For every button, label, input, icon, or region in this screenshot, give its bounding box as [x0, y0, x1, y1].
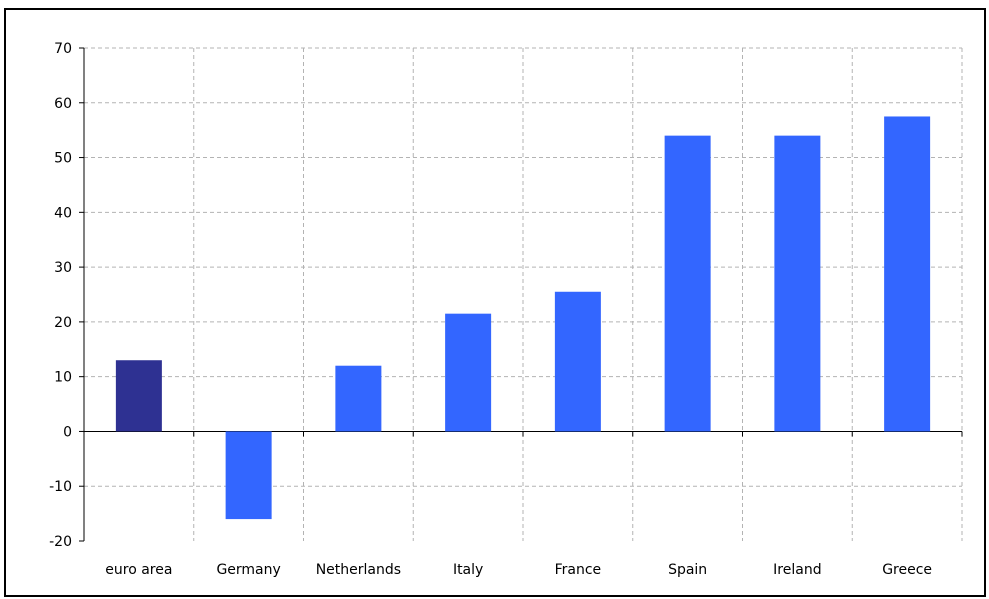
- x-tick-label: euro area: [105, 562, 172, 578]
- y-tick-label: 50: [54, 151, 72, 167]
- y-tick-label: 60: [54, 96, 72, 112]
- y-tick-label: 30: [54, 260, 72, 276]
- bar-italy: [445, 313, 492, 432]
- x-tick-label: Netherlands: [316, 562, 401, 578]
- bar-france: [554, 291, 601, 432]
- y-axis-ticks: 70 60 50 40 30 20 10 0 -10 -20: [49, 41, 72, 550]
- y-tick-label: 40: [54, 205, 72, 221]
- x-tick-label: Ireland: [773, 562, 821, 578]
- chart-frame: [4, 8, 986, 597]
- bars: [115, 116, 931, 520]
- x-tick-label: Italy: [453, 562, 483, 578]
- bar-netherlands: [335, 365, 382, 432]
- y-tick-label: -10: [49, 479, 72, 495]
- y-tick-label: -20: [49, 534, 72, 550]
- y-tick-label: 20: [54, 315, 72, 331]
- bar-germany: [225, 431, 272, 520]
- y-tick-label: 10: [54, 370, 72, 386]
- bar-euro-area: [115, 360, 162, 432]
- y-tick-label: 0: [63, 424, 72, 440]
- grid-lines: [84, 47, 963, 541]
- x-tick-label: Greece: [882, 562, 932, 578]
- x-tick-label: Spain: [668, 562, 707, 578]
- bar-spain: [664, 135, 711, 432]
- axes: [79, 47, 963, 542]
- x-tick-label: Germany: [216, 562, 280, 578]
- y-tick-label: 70: [54, 41, 72, 57]
- x-tick-label: France: [555, 562, 602, 578]
- bar-greece: [884, 116, 931, 432]
- x-axis-labels: euro area Germany Netherlands Italy France Sp…: [105, 562, 932, 578]
- bar-ireland: [774, 135, 821, 432]
